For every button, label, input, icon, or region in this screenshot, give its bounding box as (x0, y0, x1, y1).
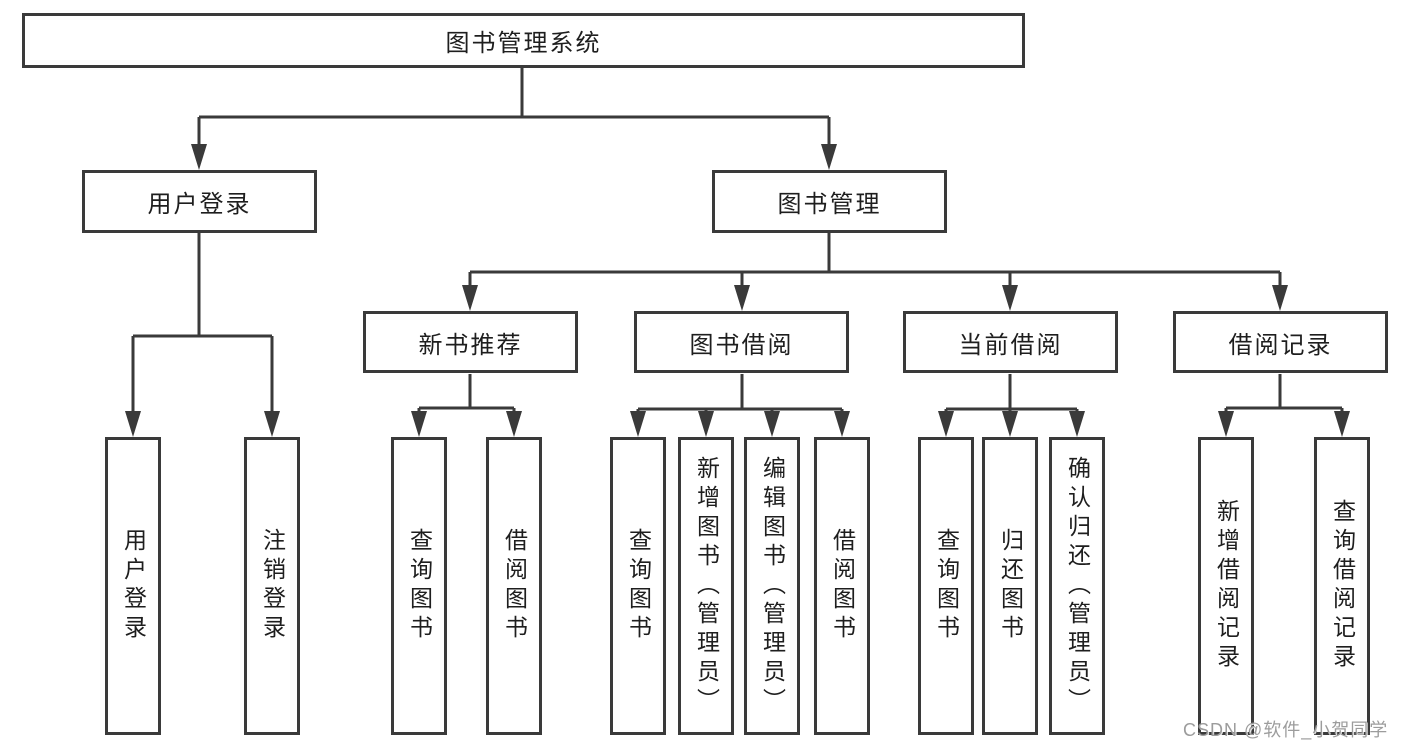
node-book-management-label: 图书管理 (777, 191, 882, 218)
leaf-query-books-recommend-label: 查询图书 (406, 528, 433, 644)
node-borrowing-records: 借阅记录 (1173, 311, 1388, 373)
leaf-add-borrow-record: 新增借阅记录 (1198, 437, 1254, 735)
leaf-borrow-books-recommend-label: 借阅图书 (501, 528, 528, 644)
node-book-borrowing-label: 图书借阅 (689, 331, 794, 359)
leaf-return-books-label: 归还图书 (997, 528, 1024, 644)
leaf-user-login-label: 用户登录 (120, 528, 147, 644)
node-current-borrowing-label: 当前借阅 (958, 331, 1063, 359)
arrowhead-icons (125, 144, 1350, 437)
node-library-system: 图书管理系统 (22, 13, 1025, 68)
node-current-borrowing: 当前借阅 (903, 311, 1118, 373)
leaf-confirm-return-admin: 确认归还（管理员） (1049, 437, 1105, 735)
node-book-borrowing: 图书借阅 (634, 311, 849, 373)
node-new-book-recommendation-label: 新书推荐 (418, 331, 523, 359)
leaf-logout: 注销登录 (244, 437, 300, 735)
leaf-borrow-books-recommend: 借阅图书 (486, 437, 542, 735)
leaf-add-books-admin: 新增图书（管理员） (678, 437, 734, 735)
leaf-confirm-return-admin-label: 确认归还（管理员） (1064, 455, 1091, 717)
node-user-login: 用户登录 (82, 170, 317, 233)
node-book-management: 图书管理 (712, 170, 947, 233)
node-library-system-label: 图书管理系统 (445, 30, 602, 57)
leaf-query-books-borrowing-label: 查询图书 (625, 528, 652, 644)
leaf-add-books-admin-label: 新增图书（管理员） (693, 455, 720, 717)
leaf-logout-label: 注销登录 (259, 528, 286, 644)
leaf-edit-books-admin: 编辑图书（管理员） (744, 437, 800, 735)
leaf-edit-books-admin-label: 编辑图书（管理员） (759, 455, 786, 717)
leaf-borrow-books-borrowing: 借阅图书 (814, 437, 870, 735)
leaf-query-borrow-record: 查询借阅记录 (1314, 437, 1370, 735)
watermark: CSDN @软件_小贺同学 (1183, 720, 1389, 740)
node-borrowing-records-label: 借阅记录 (1228, 331, 1333, 359)
leaf-query-borrow-record-label: 查询借阅记录 (1329, 499, 1356, 673)
leaf-query-books-current-label: 查询图书 (933, 528, 960, 644)
leaf-return-books: 归还图书 (982, 437, 1038, 735)
leaf-query-books-borrowing: 查询图书 (610, 437, 666, 735)
leaf-query-books-recommend: 查询图书 (391, 437, 447, 735)
leaf-query-books-current: 查询图书 (918, 437, 974, 735)
node-new-book-recommendation: 新书推荐 (363, 311, 578, 373)
leaf-borrow-books-borrowing-label: 借阅图书 (829, 528, 856, 644)
node-user-login-label: 用户登录 (147, 191, 252, 218)
leaf-add-borrow-record-label: 新增借阅记录 (1213, 499, 1240, 673)
leaf-user-login: 用户登录 (105, 437, 161, 735)
